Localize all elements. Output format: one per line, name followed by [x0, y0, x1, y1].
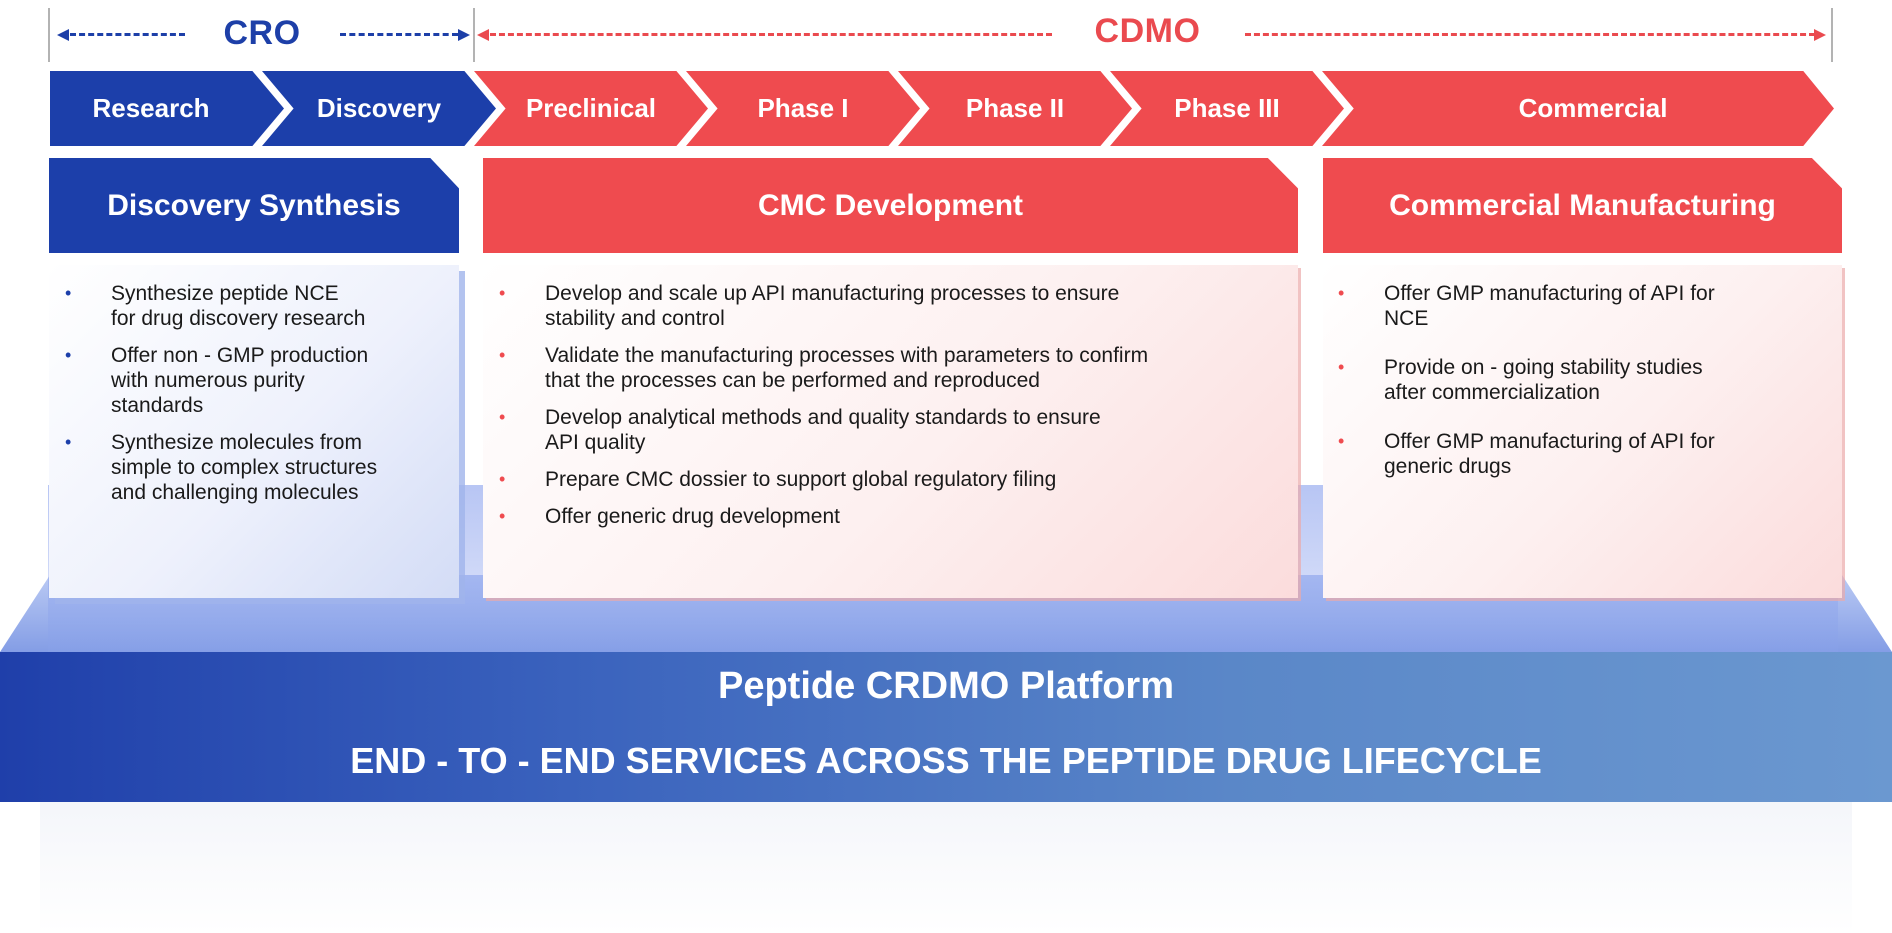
band-reflection — [40, 802, 1852, 933]
list-item: • Synthesize peptide NCE for drug discov… — [65, 281, 451, 331]
bullet-icon: • — [65, 283, 72, 303]
cro-left-arrow-icon — [57, 29, 69, 41]
list-item: • Prepare CMC dossier to support global … — [499, 467, 1285, 492]
item-text: Provide on - going stability studies aft… — [1384, 356, 1703, 404]
panel-bg — [49, 265, 459, 598]
commercial-list: • Offer GMP manufacturing of API for NCE… — [1338, 281, 1824, 479]
header-label: Commercial Manufacturing — [1389, 188, 1776, 222]
item-text: Offer GMP manufacturing of API for gener… — [1384, 430, 1715, 478]
stage-phase-3: Phase III — [1110, 71, 1344, 146]
bracket-right-edge — [1831, 8, 1833, 62]
bullet-icon: • — [499, 469, 506, 489]
item-text: Offer generic drug development — [545, 505, 840, 528]
bullet-icon: • — [1338, 431, 1345, 451]
bullet-icon: • — [65, 345, 72, 365]
bracket-left-edge — [48, 8, 50, 62]
item-text: Synthesize peptide NCE for drug discover… — [111, 282, 366, 330]
discovery-list: • Synthesize peptide NCE for drug discov… — [65, 281, 451, 505]
item-text: Prepare CMC dossier to support global re… — [545, 468, 1057, 491]
stage-label: Phase III — [1174, 93, 1280, 123]
header-label: CMC Development — [757, 188, 1024, 222]
stage-preclinical: Preclinical — [474, 71, 708, 146]
list-item: • Provide on - going stability studies a… — [1338, 355, 1824, 405]
cro-left-dash — [70, 33, 185, 36]
stage-label: Phase II — [965, 93, 1065, 123]
stage-commercial: Commercial — [1322, 71, 1834, 146]
stage-label: Discovery — [316, 93, 442, 123]
bracket-divider — [473, 8, 475, 62]
item-text: Synthesize molecules from simple to comp… — [111, 431, 378, 504]
bullet-icon: • — [1338, 357, 1345, 377]
bullet-icon: • — [499, 506, 506, 526]
panel-bg — [1323, 265, 1842, 598]
platform-title: Peptide CRDMO Platform — [717, 665, 1175, 707]
panel-commercial-manufacturing: • Offer GMP manufacturing of API for NCE… — [1323, 265, 1842, 598]
list-item: • Develop and scale up API manufacturing… — [499, 281, 1285, 331]
cro-label: CRO — [223, 14, 301, 52]
cdmo-right-arrow-icon — [1814, 29, 1826, 41]
stage-label: Commercial — [1518, 93, 1668, 123]
list-item: • Develop analytical methods and quality… — [499, 405, 1285, 455]
header-discovery-synthesis: Discovery Synthesis — [49, 158, 459, 253]
cdmo-left-dash — [490, 33, 1052, 36]
list-item: • Offer GMP manufacturing of API for gen… — [1338, 429, 1824, 479]
cdmo-left-arrow-icon — [477, 29, 489, 41]
item-text: Offer non - GMP production with numerous… — [111, 344, 369, 417]
stage-research: Research — [50, 71, 284, 146]
stage-phase-1: Phase I — [686, 71, 920, 146]
stage-discovery: Discovery — [262, 71, 496, 146]
item-text: Develop and scale up API manufacturing p… — [545, 282, 1120, 330]
item-text: Offer GMP manufacturing of API for NCE — [1384, 282, 1715, 330]
panel-discovery-synthesis: • Synthesize peptide NCE for drug discov… — [49, 265, 459, 598]
header-cmc-development: CMC Development — [483, 158, 1298, 253]
bullet-icon: • — [65, 432, 72, 452]
cmc-list: • Develop and scale up API manufacturing… — [499, 281, 1285, 529]
item-text: Validate the manufacturing processes wit… — [545, 344, 1149, 392]
cdmo-right-dash — [1245, 33, 1815, 36]
panel-cmc-development: • Develop and scale up API manufacturing… — [483, 265, 1298, 598]
stage-label: Phase I — [757, 93, 849, 123]
platform-subtitle: END - TO - END SERVICES ACROSS THE PEPTI… — [350, 740, 1542, 781]
list-item: • Offer non - GMP production with numero… — [65, 343, 451, 418]
stage-label: Preclinical — [525, 93, 657, 123]
list-item: • Validate the manufacturing processes w… — [499, 343, 1285, 393]
item-text: Develop analytical methods and quality s… — [545, 406, 1101, 454]
platform-band — [0, 652, 1892, 802]
bullet-icon: • — [499, 283, 506, 303]
cro-right-dash — [340, 33, 458, 36]
cro-right-arrow-icon — [458, 29, 470, 41]
stage-label: Research — [92, 93, 210, 123]
bullet-icon: • — [499, 407, 506, 427]
list-item: • Synthesize molecules from simple to co… — [65, 430, 451, 505]
panel-bg — [483, 265, 1298, 598]
cdmo-label: CDMO — [1094, 12, 1201, 50]
header-label: Discovery Synthesis — [107, 188, 401, 222]
header-commercial-manufacturing: Commercial Manufacturing — [1323, 158, 1842, 253]
stage-phase-2: Phase II — [898, 71, 1132, 146]
bullet-icon: • — [499, 345, 506, 365]
list-item: • Offer GMP manufacturing of API for NCE — [1338, 281, 1824, 331]
bullet-icon: • — [1338, 283, 1345, 303]
list-item: • Offer generic drug development — [499, 504, 1285, 529]
